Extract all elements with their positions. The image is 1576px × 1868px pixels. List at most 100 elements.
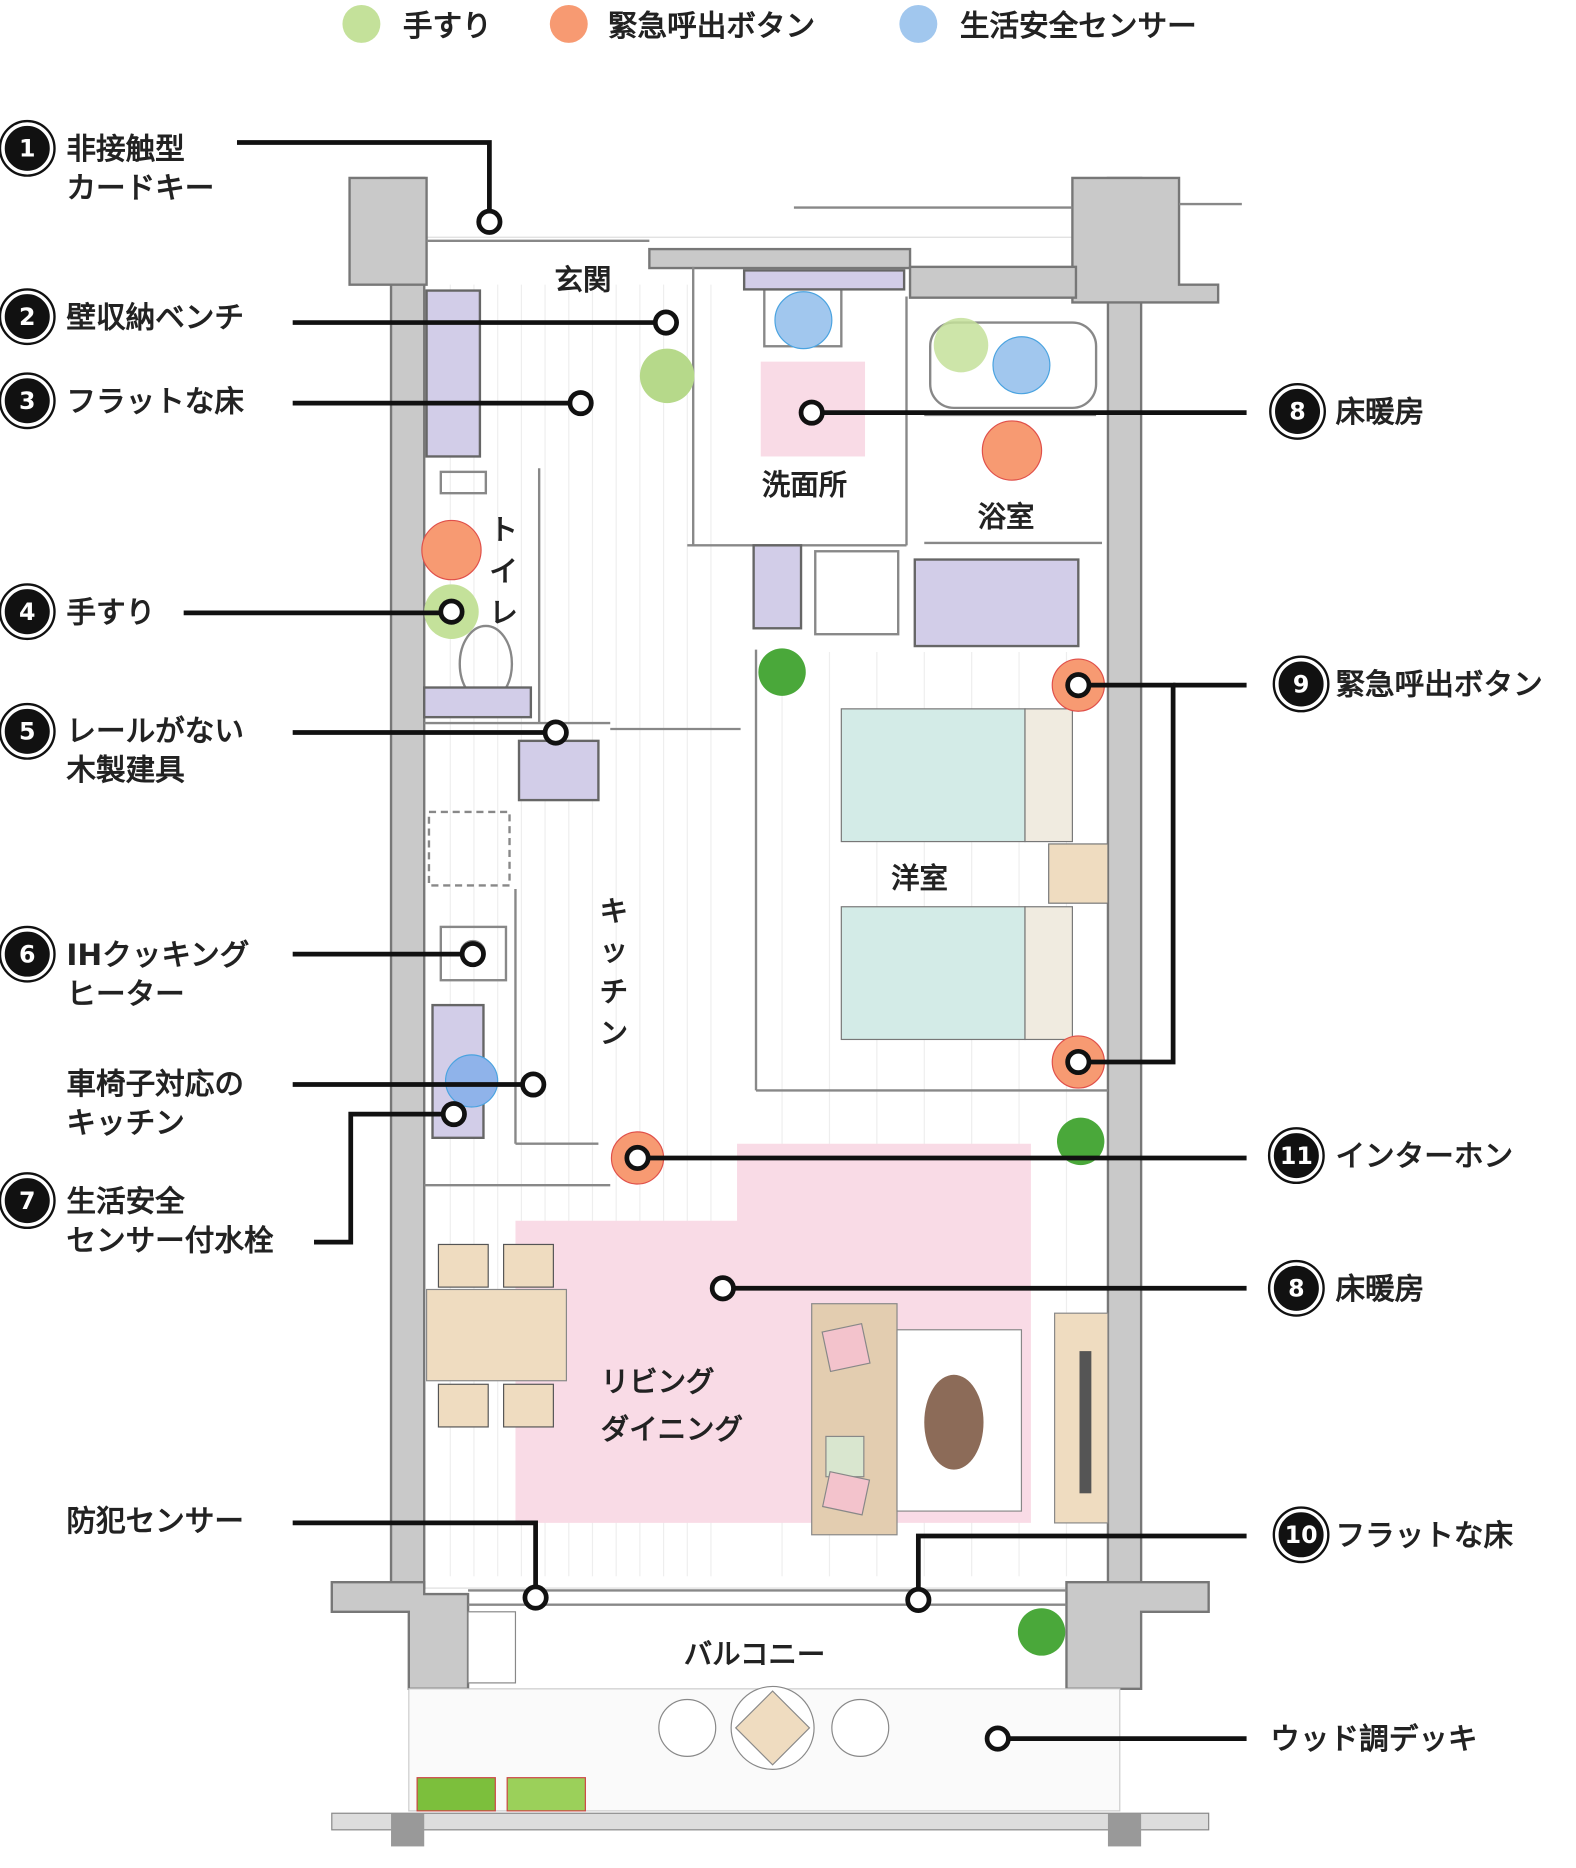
left-callouts: 1 非接触型 カードキー 2 壁収納ベンチ 3 フラットな床 4 手すり 5 レ… <box>0 119 274 1538</box>
sensor-marker <box>992 336 1051 395</box>
callout-1: 1 非接触型 カードキー <box>0 119 214 205</box>
callout-label: 緊急呼出ボタン <box>1335 668 1542 702</box>
plant-icon <box>1056 1117 1105 1166</box>
callout-kitchen: 車椅子対応の キッチン <box>66 1067 244 1140</box>
coffee-table <box>924 1374 984 1470</box>
callout-number: 11 <box>1280 1142 1313 1170</box>
room-western: 洋室 <box>891 862 948 895</box>
callout-number: 1 <box>19 135 35 163</box>
legend-emergency-swatch <box>549 4 588 43</box>
callout-11: 11 インターホン <box>1267 1127 1513 1185</box>
room-kitchen: ン <box>600 1017 628 1050</box>
room-toilet: レ <box>489 596 517 629</box>
legend-handrail-label: 手すり <box>403 9 492 43</box>
callout-label: キッチン <box>66 1106 184 1140</box>
callout-number: 2 <box>19 303 35 331</box>
callout-number: 9 <box>1293 670 1309 698</box>
callout-8a: 8 床暖房 <box>1269 382 1424 440</box>
callout-label: ヒーター <box>66 977 184 1011</box>
planter <box>416 1777 496 1812</box>
outdoor-unit <box>467 1611 517 1684</box>
dining-table <box>425 1288 568 1382</box>
right-callouts: 8 床暖房 9 緊急呼出ボタン 11 インターホン 8 床暖房 10 フラットな… <box>1267 382 1543 1756</box>
callout-label: 手すり <box>66 595 155 629</box>
room-living: リビング <box>601 1365 715 1398</box>
top-left-pillar <box>348 176 428 286</box>
callout-label: センサー付水栓 <box>66 1223 274 1257</box>
callout-label: 壁収納ベンチ <box>66 300 244 334</box>
room-washroom: 洗面所 <box>762 468 847 501</box>
top-right-pillar <box>1071 176 1220 304</box>
planter <box>506 1777 586 1812</box>
balcony-right-pillar <box>1065 1580 1210 1691</box>
callout-number: 3 <box>19 387 35 415</box>
callout-label: 床暖房 <box>1335 1272 1424 1306</box>
room-balcony: バルコニー <box>684 1638 826 1671</box>
callout-6: 6 IHクッキング ヒーター <box>0 925 250 1011</box>
bathtub <box>929 321 1098 410</box>
callout-10: 10 フラットな床 <box>1272 1506 1513 1564</box>
balcony-left-pillar <box>330 1580 470 1691</box>
chair <box>503 1243 554 1288</box>
callout-label: インターホン <box>1335 1139 1513 1173</box>
right-wall <box>1106 176 1143 1590</box>
plant-icon <box>758 648 806 696</box>
callout-label: フラットな床 <box>66 384 244 418</box>
fridge-space <box>427 810 511 887</box>
callout-4: 4 手すり <box>0 583 155 641</box>
room-kitchen: キ <box>600 895 628 928</box>
room-dining: ダイニング <box>601 1413 743 1446</box>
legend-handrail-swatch <box>342 4 381 43</box>
callout-label: 防犯センサー <box>66 1504 244 1538</box>
callout-number: 5 <box>19 718 35 746</box>
closet <box>913 558 1080 648</box>
legend-emergency-label: 緊急呼出ボタン <box>608 9 815 43</box>
left-wall <box>389 176 426 1590</box>
callout-2: 2 壁収納ベンチ <box>0 288 244 346</box>
callout-number: 10 <box>1285 1521 1318 1549</box>
callout-label: レールがない <box>66 714 244 748</box>
handrail-marker <box>639 348 695 404</box>
room-entrance: 玄関 <box>555 263 612 296</box>
callout-security-sensor: 防犯センサー <box>66 1504 244 1538</box>
callout-3: 3 フラットな床 <box>0 372 244 430</box>
chair <box>503 1383 554 1428</box>
callout-number: 6 <box>19 940 35 968</box>
callout-label: 生活安全 <box>66 1184 185 1218</box>
handrail-marker <box>933 317 989 373</box>
bed-1 <box>840 708 1026 843</box>
balcony-rail <box>331 1812 1210 1831</box>
balcony-chair <box>831 1698 890 1757</box>
top-wall <box>648 247 912 270</box>
legend-sensor-label: 生活安全センサー <box>960 9 1197 43</box>
callout-label: カードキー <box>66 171 214 205</box>
emergency-marker <box>421 519 482 581</box>
callout-number: 7 <box>19 1187 35 1215</box>
callout-8b: 8 床暖房 <box>1267 1259 1424 1317</box>
top-wall-2 <box>908 265 1078 299</box>
storage <box>752 544 803 630</box>
room-kitchen: ッ <box>600 934 628 967</box>
plant-icon <box>1017 1608 1066 1656</box>
leader-lines <box>183 140 1247 1752</box>
chair <box>437 1383 489 1428</box>
sensor-marker <box>444 1054 499 1108</box>
callout-label: 非接触型 <box>66 132 184 166</box>
shelf <box>742 269 906 291</box>
callout-label: 木製建具 <box>65 753 185 787</box>
room-toilet: ト <box>489 513 517 546</box>
washer <box>814 550 900 636</box>
room-kitchen: チ <box>600 976 628 1009</box>
nightstand <box>1048 843 1109 904</box>
legend: 手すり 緊急呼出ボタン 生活安全センサー <box>342 4 1197 43</box>
balcony-chair <box>658 1698 717 1757</box>
tv <box>1079 1351 1092 1494</box>
callout-number: 8 <box>1288 1275 1304 1303</box>
markers <box>421 291 1105 1185</box>
callout-7: 7 生活安全 センサー付水栓 <box>0 1172 274 1257</box>
room-toilet: イ <box>489 555 517 588</box>
callout-label: IHクッキング <box>66 938 249 972</box>
storage <box>517 739 600 802</box>
plan <box>330 176 1242 1847</box>
